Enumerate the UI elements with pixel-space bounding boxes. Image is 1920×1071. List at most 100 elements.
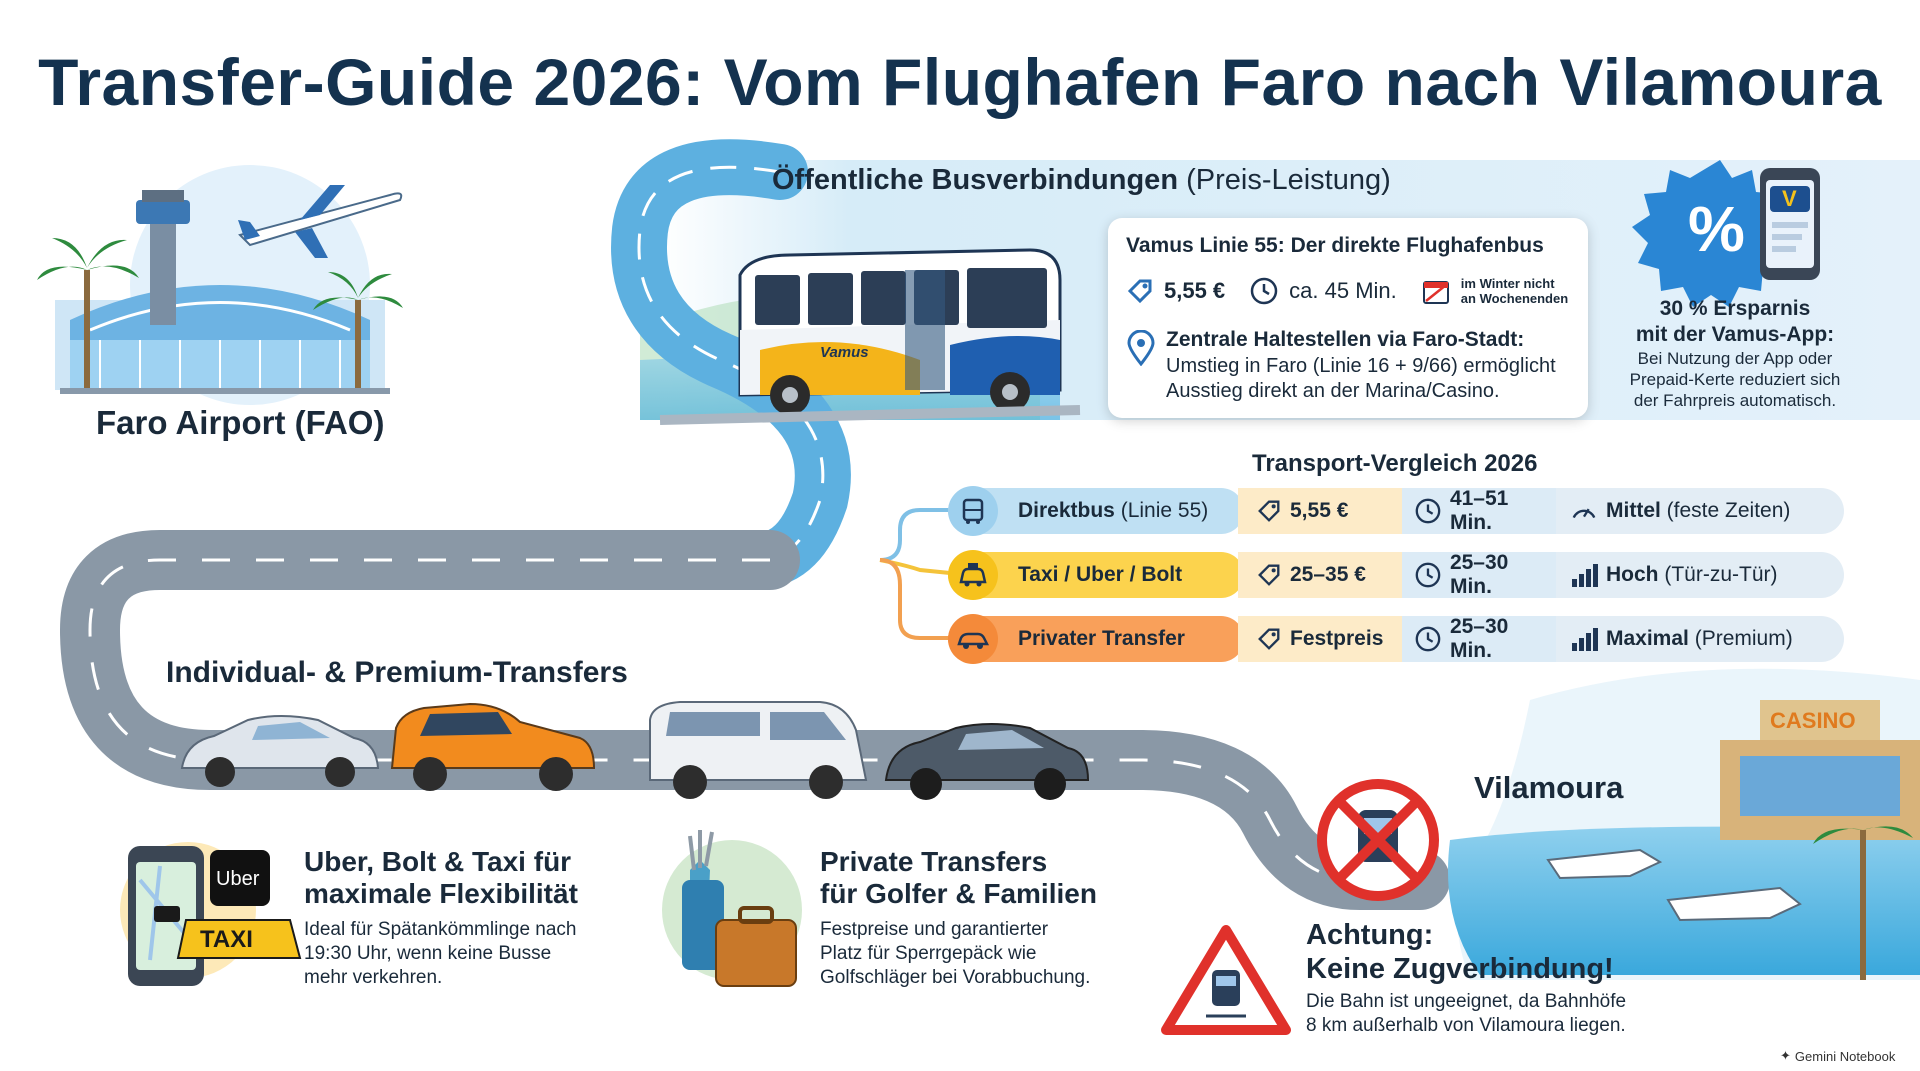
comparison-row-bus: Direktbus (Linie 55) 5,55 € 41–51 Min. M…: [948, 486, 1844, 536]
private-text-line2: Platz für Sperrgepäck wie: [820, 943, 1037, 964]
savings-text-line2: Prepaid-Kerte reduziert sich: [1629, 370, 1841, 389]
bus-card-title: Vamus Linie 55: Der direkte Flughafenbus: [1126, 234, 1544, 257]
flex-text-line2: 19:30 Uhr, wenn keine Busse: [304, 943, 552, 964]
warning-text-line2: 8 km außerhalb von Vilamoura liegen.: [1306, 1015, 1626, 1036]
taxi-icon: [948, 550, 998, 600]
savings-title: 30 % Ersparnis mit der Vamus-App:: [1590, 296, 1880, 348]
map-pin-icon: [1127, 330, 1155, 366]
rideshare-illustration: [120, 842, 302, 986]
comfort-bold: Mittel: [1606, 499, 1661, 522]
flex-title-line1: Uber, Bolt & Taxi für: [304, 846, 572, 877]
warning-text: Die Bahn ist ungeeignet, da Bahnhöfe 8 k…: [1306, 990, 1686, 1038]
app-letter: V: [1782, 186, 1797, 211]
gauge-icon: [1572, 508, 1596, 519]
airplane-icon: [238, 185, 403, 258]
price-tag-icon: [1258, 564, 1280, 586]
mode-label: Privater Transfer: [1018, 616, 1185, 662]
footer-brand-text: Gemini Notebook: [1794, 1048, 1896, 1064]
warning-title-line1: Achtung:: [1306, 919, 1434, 951]
dark-sedan-icon: [884, 723, 1090, 800]
mode-bold: Direktbus: [1018, 499, 1115, 522]
taxi-sign: TAXI: [200, 926, 253, 953]
comfort-bold: Hoch: [1606, 563, 1659, 586]
mode-bold: Taxi / Uber / Bolt: [1018, 563, 1183, 586]
price-cell: Festpreis: [1238, 616, 1402, 662]
vamus-bus-illustration: [738, 248, 1062, 415]
sparkle-icon: ✦: [1780, 1048, 1791, 1063]
bus-duration: ca. 45 Min.: [1289, 278, 1397, 303]
private-title-line2: für Golfer & Familien: [820, 878, 1097, 909]
price-tag-icon: [1258, 628, 1280, 650]
mode-label: Taxi / Uber / Bolt: [1018, 552, 1182, 598]
price-tag-icon: [1127, 279, 1152, 304]
discount-badge-symbol: %: [1688, 193, 1745, 265]
bus-heading-light: (Preis-Leistung): [1186, 164, 1391, 196]
price-cell: 5,55 €: [1238, 488, 1402, 534]
savings-title-line1: 30 % Ersparnis: [1659, 297, 1811, 320]
duration-cell: 25–30 Min.: [1402, 615, 1556, 662]
white-van-icon: [649, 701, 868, 799]
private-title-line1: Private Transfers: [820, 846, 1048, 877]
mode-light: (Linie 55): [1120, 499, 1209, 522]
bus-section-heading: Öffentliche Busverbindungen (Preis-Leist…: [772, 164, 1391, 197]
clock-icon: [1415, 626, 1441, 652]
schedule-note-line2: an Wochenenden: [1460, 291, 1569, 306]
comparison-title: Transport-Vergleich 2026: [1252, 450, 1538, 477]
clock-icon: [1415, 562, 1441, 588]
calendar-icon: [1422, 281, 1449, 304]
private-text-line3: Golfschläger bei Vorabbuchung.: [820, 967, 1091, 988]
duration-value: 25–30 Min.: [1449, 551, 1509, 598]
comparison-row-private: Privater Transfer Festpreis 25–30 Min. M…: [948, 614, 1844, 664]
page-title: Transfer-Guide 2026: Vom Flughafen Faro …: [38, 45, 1882, 119]
airport-illustration: [37, 165, 403, 405]
signal-bars-icon: [1572, 628, 1598, 651]
vilamoura-marina-illustration: [1448, 668, 1920, 980]
clock-icon: [1250, 277, 1278, 305]
bus-price: 5,55 €: [1164, 278, 1226, 303]
silver-sedan-icon: [180, 715, 380, 787]
flex-title-line2: maximale Flexibilität: [304, 878, 578, 909]
flex-title: Uber, Bolt & Taxi für maximale Flexibili…: [304, 846, 624, 910]
comfort-light: (Tür-zu-Tür): [1664, 563, 1778, 586]
bus-heading-bold: Öffentliche Busverbindungen: [772, 164, 1179, 196]
comfort-cell: Mittel (feste Zeiten): [1556, 488, 1844, 534]
stops-title: Zentrale Haltestellen via Faro-Stadt:: [1166, 328, 1525, 351]
price-cell: 25–35 €: [1238, 552, 1402, 598]
comfort-light: (feste Zeiten): [1666, 499, 1791, 522]
warning-title-line2: Keine Zugverbindung!: [1306, 953, 1614, 985]
price-value: 5,55 €: [1290, 499, 1349, 522]
smartphone-app-icon: [1760, 168, 1820, 280]
price-value: Festpreis: [1290, 627, 1384, 650]
private-text-line1: Festpreise und garantierter: [820, 919, 1049, 940]
savings-text-line3: der Fahrpreis automatisch.: [1633, 391, 1837, 410]
casino-sign: CASINO: [1770, 708, 1856, 733]
bus-card-facts: 5,55 € ca. 45 Min. im Winter nicht an Wo…: [1126, 276, 1568, 306]
uber-logo: Uber: [216, 868, 260, 890]
flex-text-line1: Ideal für Spätankömmlinge nach: [304, 919, 577, 940]
destination-label: Vilamoura: [1474, 770, 1624, 805]
duration-cell: 25–30 Min.: [1402, 551, 1556, 598]
private-text: Festpreise und garantierter Platz für Sp…: [820, 918, 1160, 990]
duration-value: 25–30 Min.: [1449, 615, 1509, 662]
warning-title: Achtung: Keine Zugverbindung!: [1306, 918, 1666, 986]
no-train-icon: [1317, 779, 1439, 901]
savings-text: Bei Nutzung der App oder Prepaid-Kerte r…: [1590, 348, 1880, 411]
comparison-row-taxi: Taxi / Uber / Bolt 25–35 € 25–30 Min. Ho…: [948, 550, 1844, 600]
duration-value: 41–51 Min.: [1449, 487, 1509, 534]
comfort-bold: Maximal: [1606, 627, 1689, 650]
car-icon: [948, 614, 998, 664]
private-title: Private Transfers für Golfer & Familien: [820, 846, 1160, 910]
bus-schedule-note: im Winter nicht an Wochenenden: [1461, 276, 1568, 306]
stops-text: Umstieg in Faro (Linie 16 + 9/66) ermögl…: [1166, 354, 1586, 404]
bus-info-card: [1108, 218, 1588, 418]
duration-cell: 41–51 Min.: [1402, 487, 1556, 534]
bus-livery-label: Vamus: [820, 344, 869, 361]
comfort-cell: Maximal (Premium): [1556, 616, 1844, 662]
signal-bars-icon: [1572, 564, 1598, 587]
bus-icon: [948, 486, 998, 536]
flex-text-line3: mehr verkehren.: [304, 967, 443, 988]
mode-bold: Privater Transfer: [1018, 627, 1185, 650]
golf-luggage-illustration: [662, 830, 802, 987]
